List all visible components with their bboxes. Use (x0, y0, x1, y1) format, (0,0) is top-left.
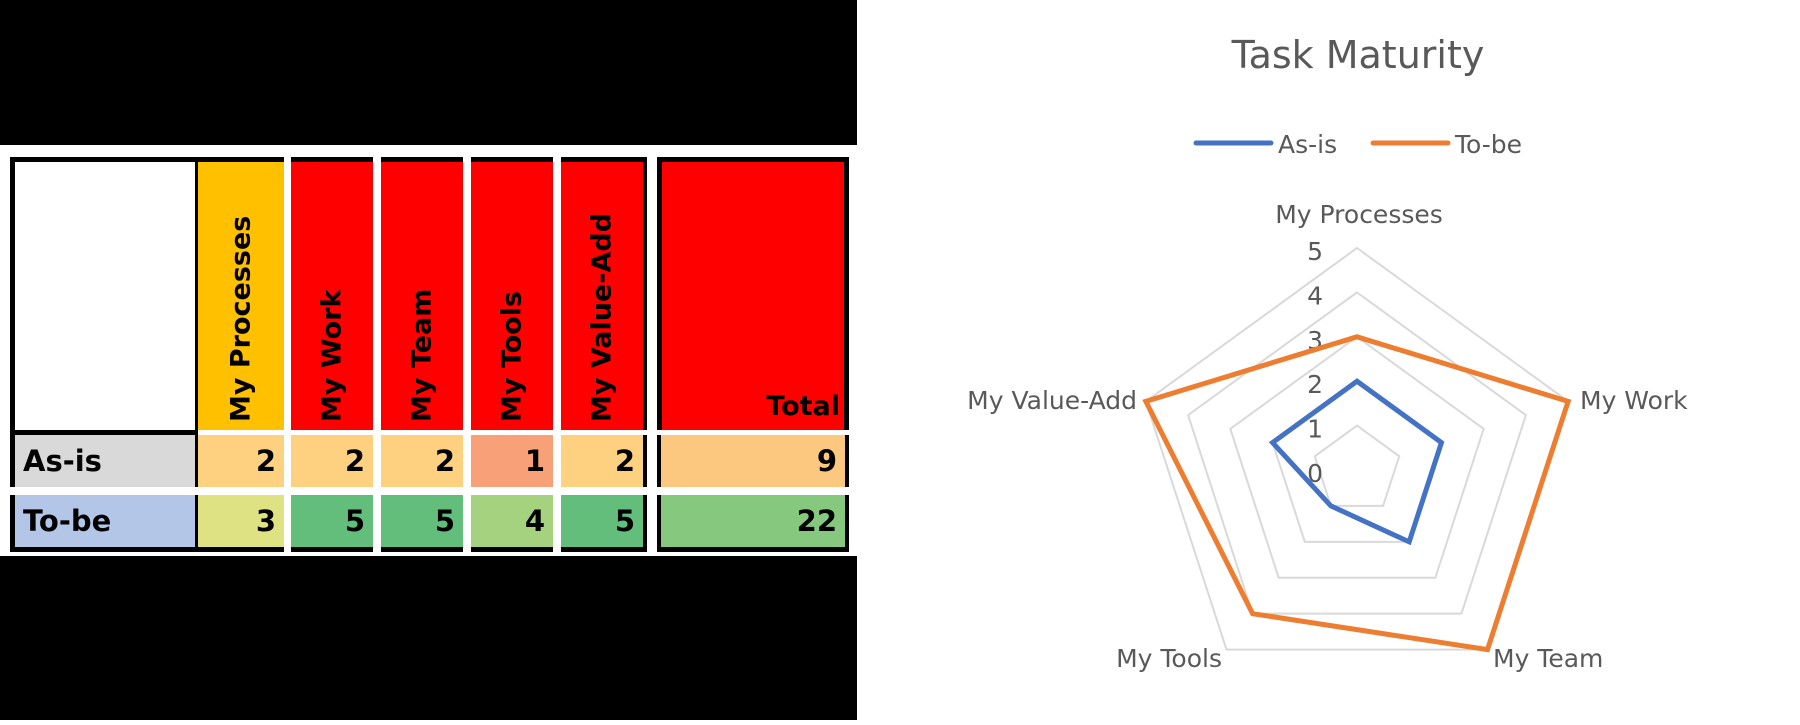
cell-to-be-my-work: 5 (291, 495, 373, 552)
cell-to-be-my-tools: 4 (471, 495, 553, 552)
legend-to-be-label: To-be (1454, 130, 1522, 159)
cell-to-be-my-value-add: 5 (561, 495, 647, 552)
row-label-to-be: To-be (10, 495, 198, 552)
row-label-as-is: As-is (10, 435, 198, 487)
column-header-label: My Processes (225, 215, 257, 422)
column-header-total: Total (657, 157, 849, 430)
series-as-is (1268, 378, 1445, 546)
column-header-label: My Tools (496, 290, 528, 422)
category-label: My Tools (1116, 644, 1222, 673)
cell-as-is-my-value-add: 2 (561, 435, 647, 487)
gridline-ring (1186, 291, 1528, 615)
column-header-my-tools: My Tools (471, 157, 553, 430)
table-corner-cell (10, 157, 198, 435)
column-header-label: My Value-Add (586, 212, 618, 422)
category-label: My Team (1493, 644, 1603, 673)
legend-as-is-label: As-is (1278, 130, 1337, 159)
axis-tick-label: 2 (1307, 370, 1323, 399)
gridline-ring (1313, 424, 1401, 507)
gridline-ring (1144, 246, 1570, 651)
column-header-label: My Work (316, 289, 348, 422)
column-header-my-team: My Team (381, 157, 463, 430)
radar-category-labels: My Processes My Work My Team My Tools My Val… (967, 200, 1688, 673)
axis-tick-label: 4 (1307, 281, 1323, 310)
maturity-table: My Processes My Work My Team My Tools My… (0, 145, 857, 556)
column-header-my-work: My Work (291, 157, 373, 430)
legend: As-is To-be (1193, 130, 1522, 159)
gridline-ring (1229, 335, 1485, 579)
table-panel: My Processes My Work My Team My Tools My… (0, 0, 857, 720)
category-label: My Work (1580, 386, 1688, 415)
cell-as-is-my-team: 2 (381, 435, 463, 487)
column-header-my-value-add: My Value-Add (561, 157, 647, 430)
cell-as-is-total: 9 (657, 435, 849, 487)
cell-to-be-total: 22 (657, 495, 849, 552)
cell-to-be-my-team: 5 (381, 495, 463, 552)
total-header-label: Total (766, 391, 840, 422)
category-label: My Processes (1275, 200, 1443, 229)
cell-as-is-my-work: 2 (291, 435, 373, 487)
axis-tick-label: 5 (1307, 237, 1323, 266)
cell-as-is-my-tools: 1 (471, 435, 553, 487)
column-header-label: My Team (406, 288, 438, 422)
axis-tick-label: 1 (1307, 415, 1323, 444)
category-label: My Value-Add (967, 386, 1137, 415)
column-header-my-processes: My Processes (198, 157, 284, 430)
cell-to-be-my-processes: 3 (198, 495, 284, 552)
cell-as-is-my-processes: 2 (198, 435, 284, 487)
radar-series (1142, 334, 1572, 653)
chart-title: Task Maturity (1231, 33, 1485, 77)
series-to-be (1142, 334, 1572, 653)
